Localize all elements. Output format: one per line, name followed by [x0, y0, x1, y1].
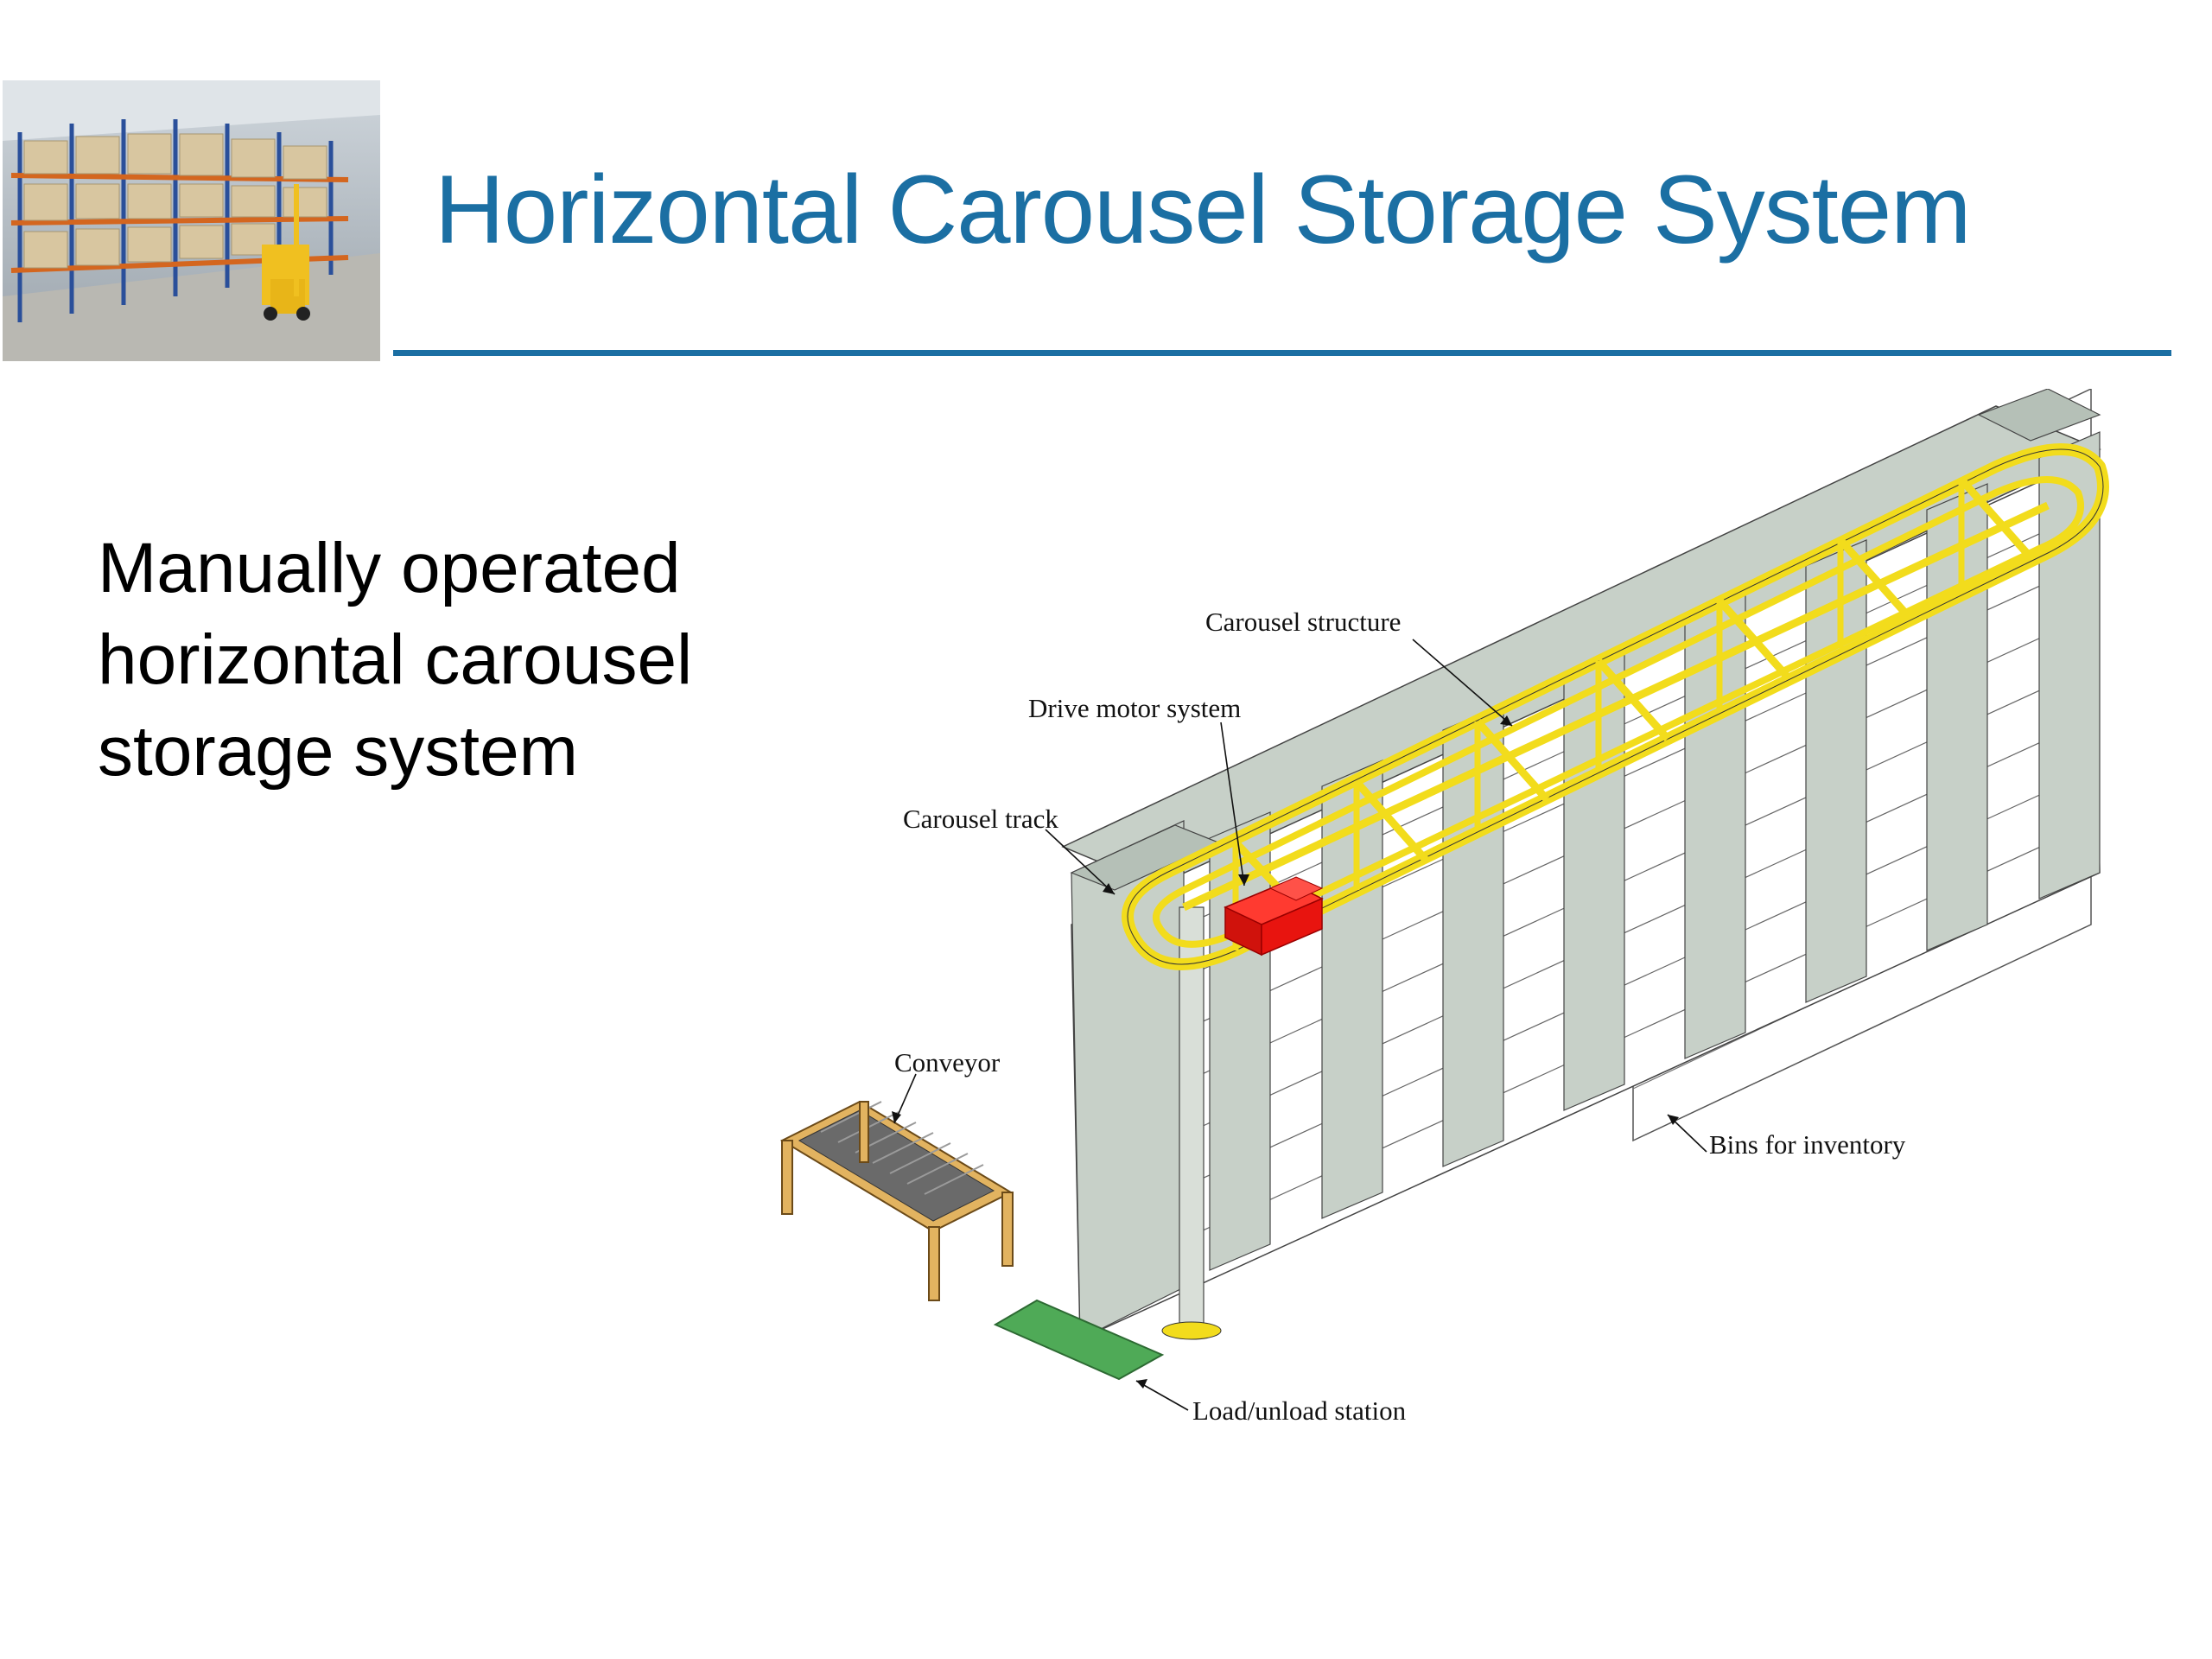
- slide-body-text: Manually operated horizontal carousel st…: [98, 529, 693, 791]
- label-carousel-track: Carousel track: [903, 804, 1058, 834]
- carousel-crossbars: [1182, 477, 2050, 919]
- load-unload-station: [993, 1299, 1165, 1381]
- title-divider: [393, 350, 2171, 356]
- warehouse-photo: [3, 80, 380, 361]
- track-bottom: [1161, 1321, 1222, 1340]
- carousel-diagram: Carousel structure Drive motor system Ca…: [752, 387, 2117, 1469]
- front-pillar: [1179, 906, 1205, 1332]
- label-bins-for-inventory: Bins for inventory: [1709, 1129, 1906, 1160]
- conveyor: [779, 1100, 1014, 1301]
- leader-arrowheads: [892, 715, 1679, 1389]
- label-carousel-structure: Carousel structure: [1205, 607, 1401, 637]
- label-conveyor: Conveyor: [894, 1047, 1001, 1077]
- drive-motor: [1224, 876, 1324, 957]
- carousel-diagram-svg: Carousel structure Drive motor system Ca…: [779, 387, 2109, 1426]
- label-drive-motor-system: Drive motor system: [1028, 693, 1241, 723]
- label-load-unload-station: Load/unload station: [1192, 1395, 1407, 1426]
- track-outline: [1127, 448, 2104, 965]
- leader-lines: [893, 639, 1707, 1411]
- slide-title: Horizontal Carousel Storage System: [435, 156, 1971, 264]
- storage-bins-front: [1070, 388, 2101, 1341]
